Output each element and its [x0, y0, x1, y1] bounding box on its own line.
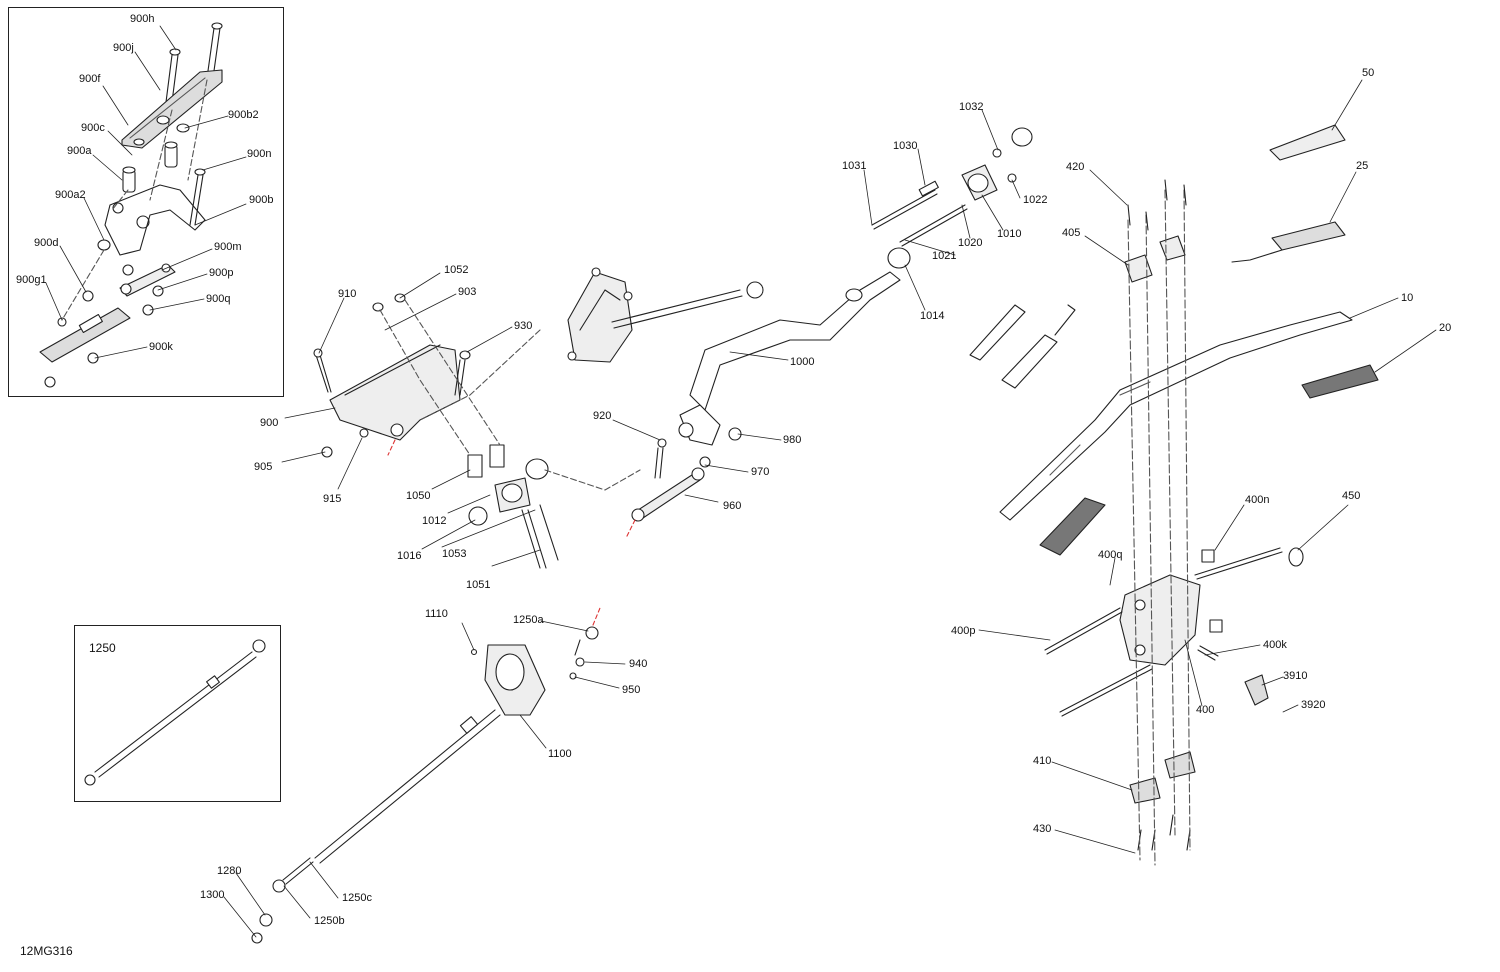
callout-1050: 1050 [406, 490, 431, 502]
callout-940: 940 [629, 658, 648, 670]
callout-1110: 1110 [425, 608, 448, 620]
callout-900a: 900a [67, 145, 92, 157]
inset-tierod-parts [84, 639, 266, 786]
callout-1031: 1031 [842, 160, 867, 172]
callout-1250a: 1250a [513, 614, 544, 626]
callout-420: 420 [1066, 161, 1085, 173]
callout-1020: 1020 [958, 237, 983, 249]
callout-3910: 3910 [1283, 670, 1308, 682]
lower-tie-rod-parts [251, 626, 599, 944]
callout-900a2: 900a2 [55, 189, 86, 201]
callout-400n: 400n [1245, 494, 1270, 506]
callout-450: 450 [1342, 490, 1361, 502]
callout-900n: 900n [247, 148, 272, 160]
steering-support-parts [313, 293, 641, 569]
callout-900p: 900p [209, 267, 234, 279]
callout-930: 930 [514, 320, 533, 332]
callout-1280: 1280 [217, 865, 242, 877]
callout-1250b: 1250b [314, 915, 345, 927]
callout-920: 920 [593, 410, 612, 422]
steering-post-parts [631, 247, 911, 522]
callout-900m: 900m [214, 241, 242, 253]
callout-900f: 900f [79, 73, 101, 85]
callout-915: 915 [323, 493, 342, 505]
callout-950: 950 [622, 684, 641, 696]
callout-960: 960 [723, 500, 742, 512]
callout-1250c: 1250c [342, 892, 372, 904]
callout-900c: 900c [81, 122, 105, 134]
callout-900b: 900b [249, 194, 274, 206]
callout-1022: 1022 [1023, 194, 1048, 206]
callout-900: 900 [260, 417, 279, 429]
callout-410: 410 [1033, 755, 1052, 767]
diagram-reference-code: 12MG316 [20, 944, 73, 958]
callout-20: 20 [1439, 322, 1452, 334]
centerline-marks [387, 439, 636, 626]
callout-910: 910 [338, 288, 357, 300]
callout-1053: 1053 [442, 548, 467, 560]
callout-430: 430 [1033, 823, 1052, 835]
callout-1012: 1012 [422, 515, 447, 527]
callout-405: 405 [1062, 227, 1081, 239]
callout-1032: 1032 [959, 101, 984, 113]
callout-1300: 1300 [200, 889, 225, 901]
callout-900k: 900k [149, 341, 173, 353]
callout-900j: 900j [113, 42, 134, 54]
callout-1030: 1030 [893, 140, 918, 152]
callout-400q: 400q [1098, 549, 1123, 561]
callout-900g1: 900g1 [16, 274, 47, 286]
upper-column-small-parts [871, 127, 1033, 247]
column-housing-parts [567, 267, 764, 363]
inset-steering-parts [39, 22, 223, 388]
callout-905: 905 [254, 461, 273, 473]
callout-1016: 1016 [397, 550, 422, 562]
callout-1010: 1010 [997, 228, 1022, 240]
callout-1000: 1000 [790, 356, 815, 368]
callout-3920: 3920 [1301, 699, 1326, 711]
inset-tierod-title: 1250 [89, 641, 116, 655]
callout-900h: 900h [130, 13, 155, 25]
callout-25: 25 [1356, 160, 1369, 172]
callout-1100: 1100 [548, 748, 572, 760]
inset-tie-rod: 1250 [74, 625, 281, 802]
leader-lines [45, 25, 1437, 938]
callout-1021: 1021 [932, 250, 957, 262]
handlebar-parts [969, 124, 1379, 556]
callout-400: 400 [1196, 704, 1215, 716]
callout-400k: 400k [1263, 639, 1287, 651]
callout-900d: 900d [34, 237, 59, 249]
riser-block-parts [1044, 179, 1304, 866]
callout-903: 903 [458, 286, 477, 298]
callout-900q: 900q [206, 293, 231, 305]
callout-400p: 400p [951, 625, 976, 637]
callout-970: 970 [751, 466, 770, 478]
callout-10: 10 [1401, 292, 1414, 304]
callout-1052: 1052 [444, 264, 469, 276]
callout-50: 50 [1362, 67, 1375, 79]
callout-980: 980 [783, 434, 802, 446]
callout-900b2: 900b2 [228, 109, 259, 121]
callout-1014: 1014 [920, 310, 945, 322]
callout-1051: 1051 [466, 579, 491, 591]
